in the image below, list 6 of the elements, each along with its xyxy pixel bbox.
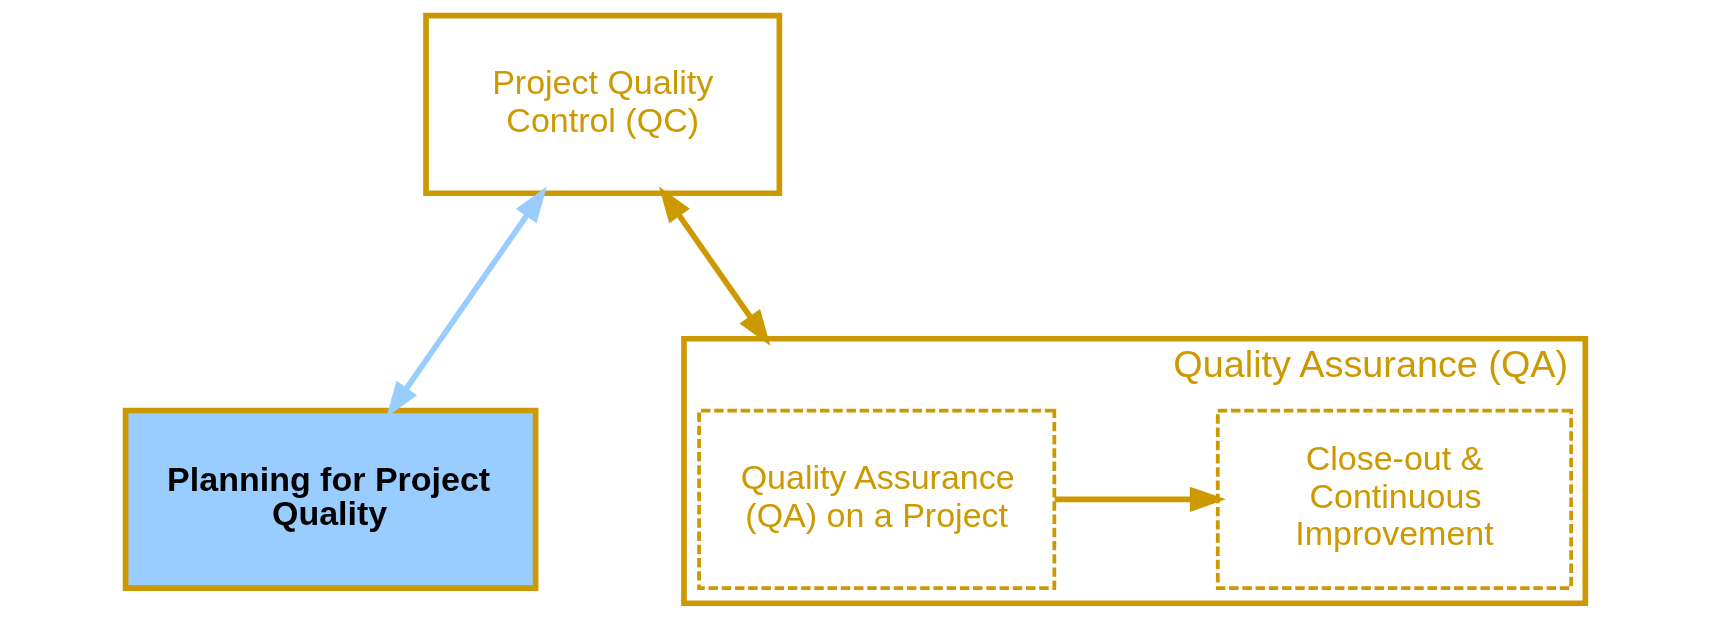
node-box: Planning for Project Quality: [122, 407, 538, 591]
node-box: Quality Assurance (QA) on a Project: [696, 408, 1056, 591]
node-box: Project Quality Control (QC): [422, 12, 782, 197]
arrow: [658, 186, 770, 346]
arrow: [1054, 486, 1226, 512]
node-box: Close-out & Continuous Improvement: [1215, 408, 1573, 591]
